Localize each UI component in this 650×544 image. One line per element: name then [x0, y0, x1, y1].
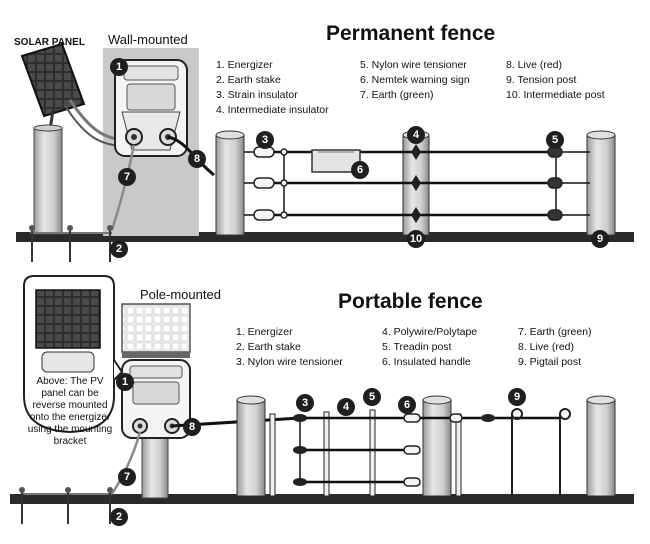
earth-wire-bottom — [110, 431, 142, 495]
legend-item: 9. Pigtail post — [518, 356, 582, 368]
permanent-legend-col3: 8. Live (red) 9. Tension post 10. Interm… — [506, 58, 605, 103]
pole-mounted-label: Pole-mounted — [140, 287, 221, 302]
earth-stake-icon-bottom — [19, 487, 113, 524]
marker-earth-stake: 2 — [110, 240, 128, 258]
inset-bubble — [23, 275, 124, 434]
energizer-icon-bottom — [121, 359, 191, 439]
legend-item: 6. Nemtek warning sign — [360, 74, 470, 86]
tensioner-icon — [293, 414, 495, 486]
insulated-handle-icon — [403, 413, 463, 487]
solar-panel-label: SOLAR PANEL — [14, 37, 85, 48]
marker-energizer: 1 — [110, 58, 128, 76]
legend-item: 8. Live (red) — [506, 59, 563, 71]
inset-note: Above: The PV panel can be reverse mount… — [27, 376, 113, 447]
marker-tension-post: 9 — [591, 230, 609, 248]
portable-fence-title: Portable fence — [338, 290, 483, 313]
marker-treadin-post: 5 — [363, 388, 381, 406]
energizer-pole — [141, 435, 169, 499]
marker-strain-insulator: 3 — [256, 131, 274, 149]
marker-polywire: 4 — [337, 398, 355, 416]
insulator-icon — [253, 146, 563, 221]
post-icon-bottom — [236, 395, 616, 497]
portable-fence-scene — [10, 275, 634, 524]
marker-live-wire-bottom: 8 — [183, 418, 201, 436]
marker-pigtail-post: 9 — [508, 388, 526, 406]
marker-intermediate-post: 10 — [407, 230, 425, 248]
legend-item: 2. Earth stake — [216, 74, 281, 86]
marker-earth-wire-bottom: 7 — [118, 468, 136, 486]
legend-item: 1. Energizer — [236, 326, 293, 338]
legend-item: 1. Energizer — [216, 59, 273, 71]
marker-insulated-handle: 6 — [398, 396, 416, 414]
legend-item: 6. Insulated handle — [382, 356, 471, 368]
intermediate-insulator-icon — [411, 144, 421, 223]
permanent-legend-col2: 5. Nylon wire tensioner 6. Nemtek warnin… — [360, 58, 470, 103]
energizer-icon — [114, 59, 188, 157]
portable-legend-col3: 7. Earth (green) 8. Live (red) 9. Pigtai… — [518, 325, 592, 370]
portable-legend-col2: 4. Polywire/Polytape 5. Treadin post 6. … — [382, 325, 477, 370]
legend-item: 3. Strain insulator — [216, 89, 298, 101]
legend-item: 5. Treadin post — [382, 341, 452, 353]
pigtail-post-icon — [511, 408, 571, 496]
solar-panel-light-icon — [121, 303, 191, 358]
treadin-post-icon — [269, 409, 462, 497]
earth-wire — [110, 144, 136, 231]
marker-nylon-tensioner: 5 — [546, 131, 564, 149]
marker-warning-sign: 6 — [351, 161, 369, 179]
marker-live-wire: 8 — [188, 150, 206, 168]
ground-strip-bottom — [10, 494, 634, 504]
permanent-fence-title: Permanent fence — [326, 22, 496, 45]
legend-item: 3. Nylon wire tensioner — [236, 356, 343, 368]
permanent-legend-col1: 1. Energizer 2. Earth stake 3. Strain in… — [216, 58, 329, 118]
marker-nylon-tensioner-bottom: 3 — [296, 394, 314, 412]
legend-item: 7. Earth (green) — [360, 89, 434, 101]
marker-energizer-bottom: 1 — [116, 373, 134, 391]
marker-earth-wire: 7 — [118, 168, 136, 186]
legend-item: 10. Intermediate post — [506, 89, 605, 101]
marker-intermediate-insulator: 4 — [407, 126, 425, 144]
legend-item: 7. Earth (green) — [518, 326, 592, 338]
ground-strip — [16, 232, 634, 242]
legend-item: 2. Earth stake — [236, 341, 301, 353]
legend-item: 5. Nylon wire tensioner — [360, 59, 467, 71]
portable-legend-col1: 1. Energizer 2. Earth stake 3. Nylon wir… — [236, 325, 343, 370]
legend-item: 8. Live (red) — [518, 341, 575, 353]
legend-item: 9. Tension post — [506, 74, 577, 86]
marker-earth-stake-bottom: 2 — [110, 508, 128, 526]
legend-item: 4. Intermediate insulator — [216, 104, 329, 116]
wall-mounted-label: Wall-mounted — [108, 32, 188, 47]
warning-sign-icon — [311, 149, 361, 173]
legend-item: 4. Polywire/Polytape — [382, 326, 478, 338]
permanent-fence-scene — [16, 42, 634, 262]
